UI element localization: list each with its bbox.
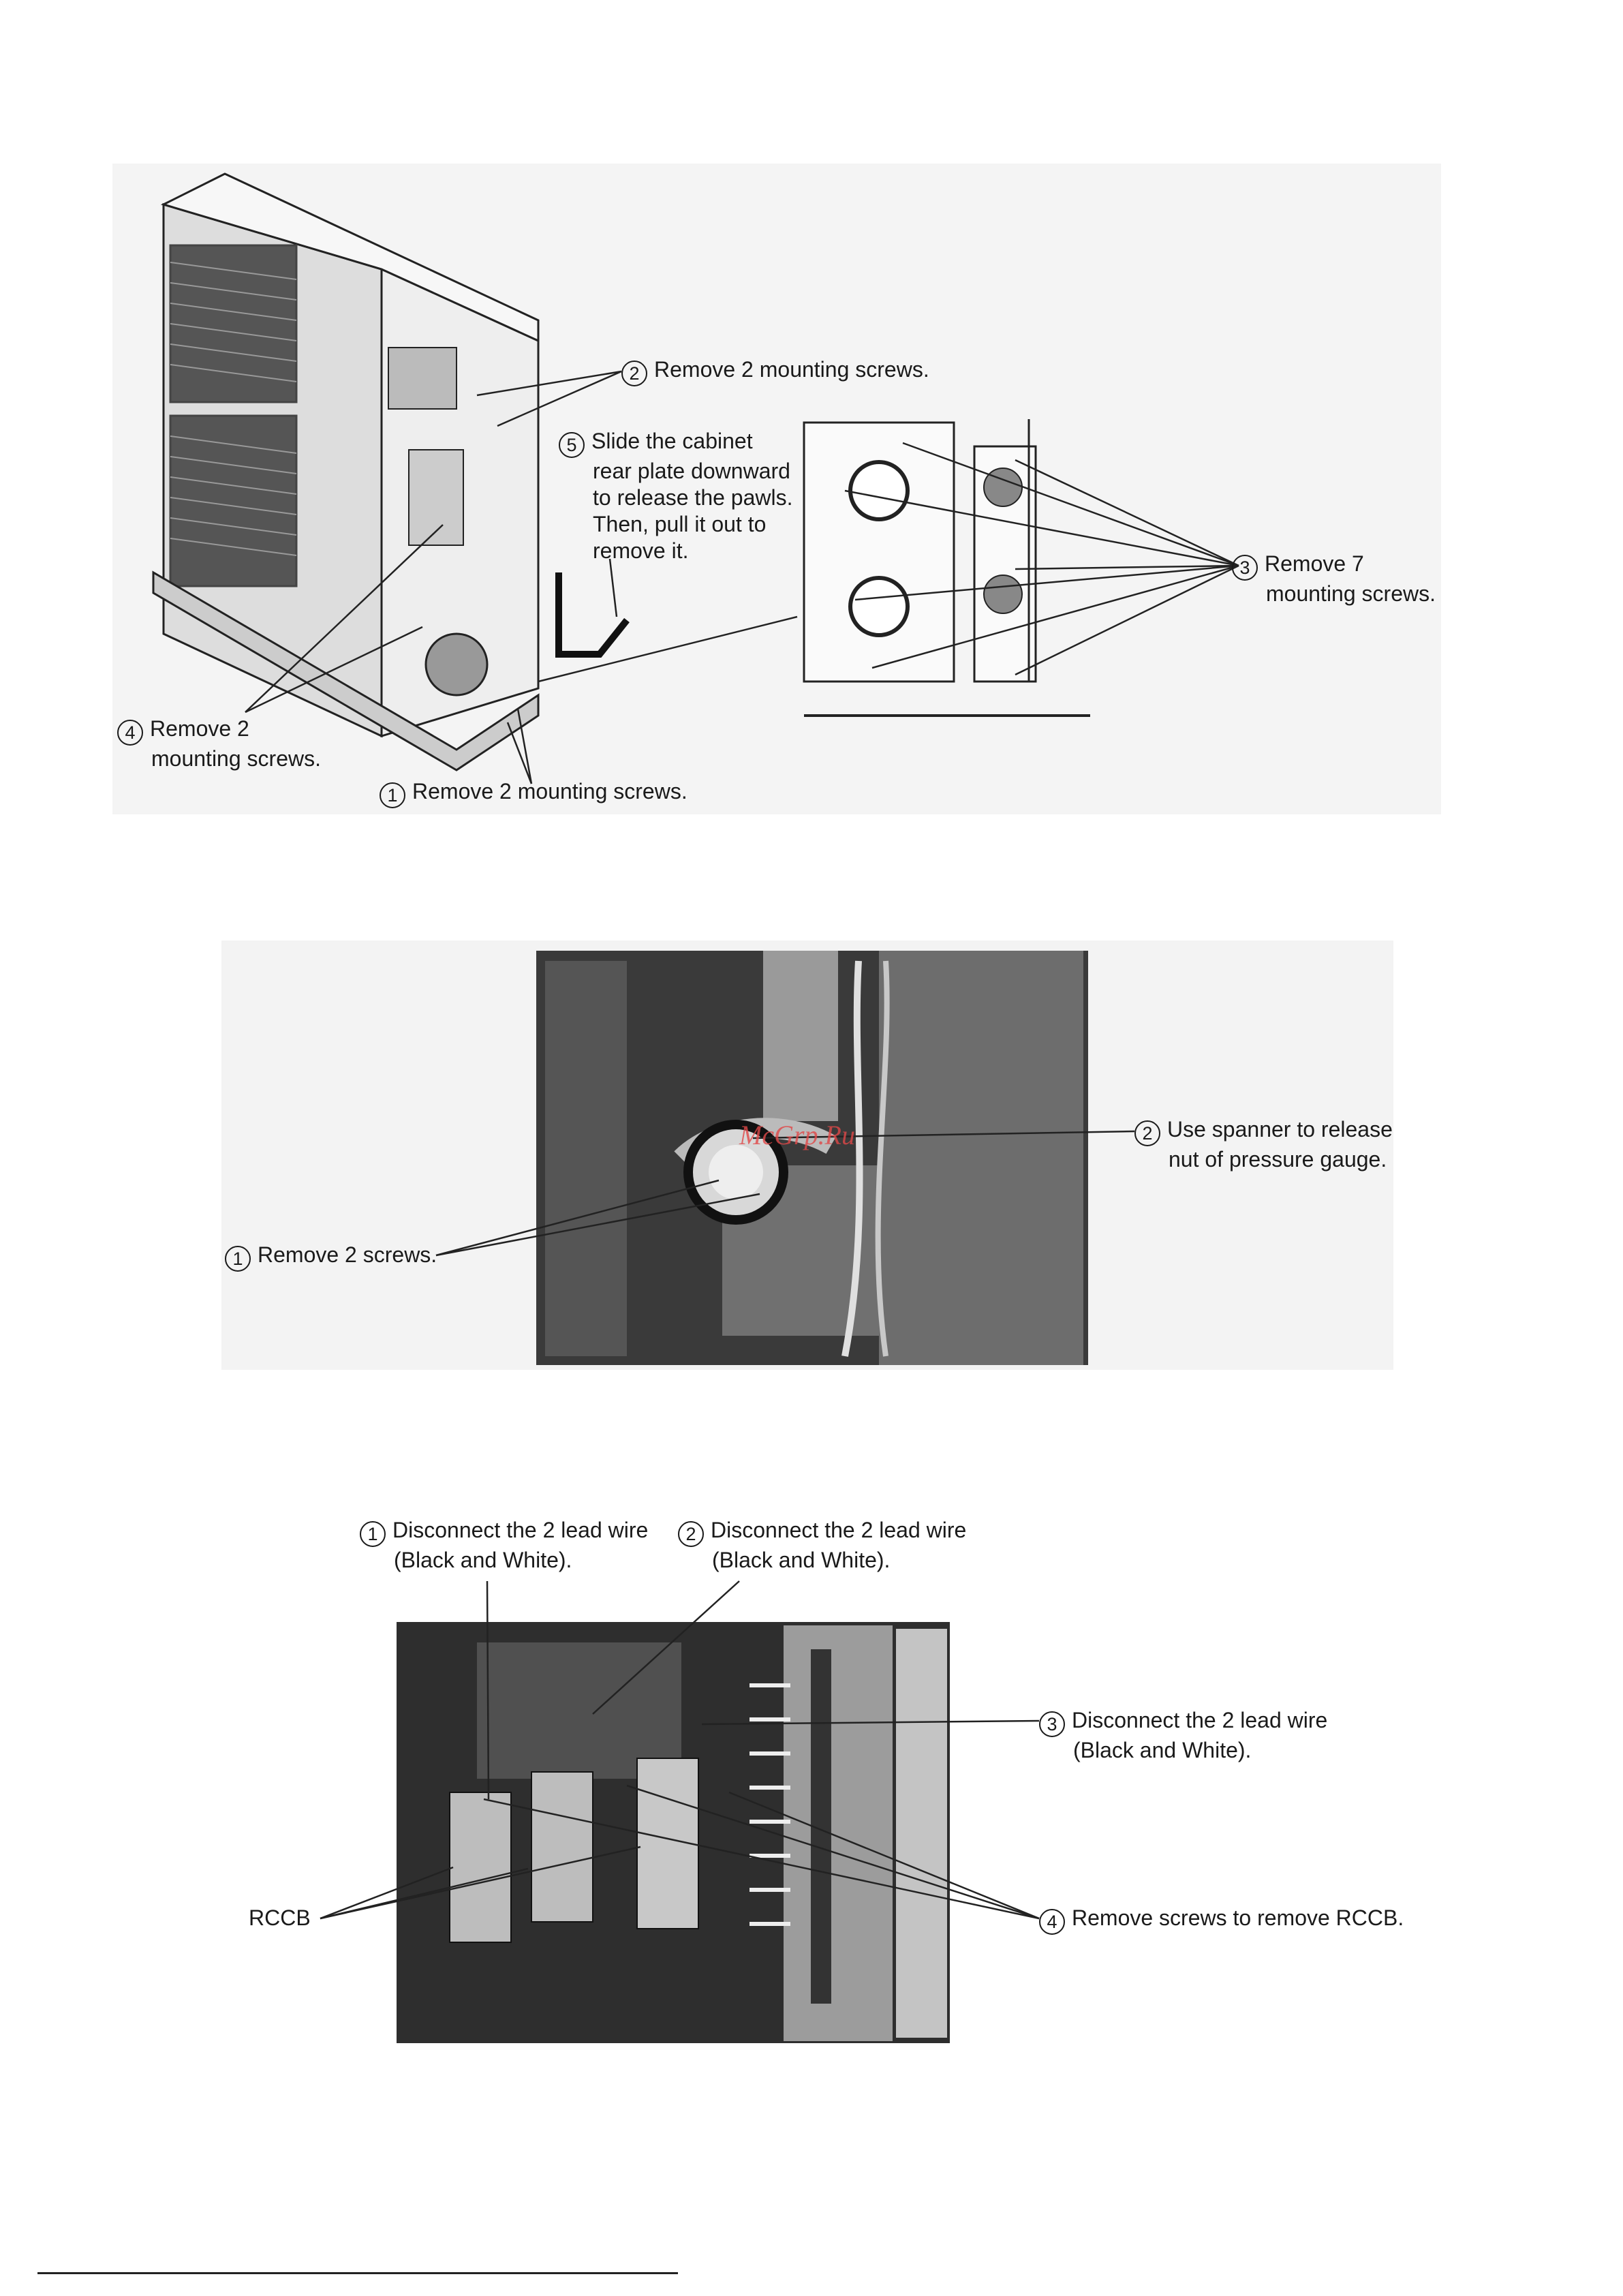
step-text: Remove 2 mounting screws.: [654, 357, 929, 382]
figure3-step4-label: 4 Remove screws to remove RCCB.: [1039, 1905, 1404, 1935]
step-number: 1: [225, 1246, 251, 1272]
step-text-line: Disconnect the 2 lead wire: [392, 1518, 649, 1542]
rccb-photo: [320, 1580, 1040, 2043]
figure-pressure-gauge: McGrp.Ru 2 Use spanner to release nut of …: [0, 940, 1623, 1377]
step-text-line: Slide the cabinet: [591, 429, 753, 453]
figure2-step1-label: 1 Remove 2 screws.: [225, 1242, 437, 1272]
step-text-line: (Black and White).: [394, 1548, 572, 1572]
figure3-step3-label: 3 Disconnect the 2 lead wire (Black and W…: [1039, 1707, 1327, 1764]
cabinet-drawing: [112, 164, 1441, 814]
step-number: 2: [621, 361, 647, 386]
step-text: Remove 2 screws.: [258, 1242, 437, 1267]
step-number: 4: [117, 720, 143, 746]
step-text-line: Then, pull it out to: [593, 512, 767, 536]
figure1-step3-label: 3 Remove 7 mounting screws.: [1232, 551, 1436, 607]
figure1-step1-label: 1 Remove 2 mounting screws.: [380, 778, 687, 808]
step-text-line: Use spanner to release: [1167, 1117, 1393, 1142]
figure2-step2-label: 2 Use spanner to release nut of pressure …: [1134, 1116, 1393, 1173]
step-text-line: remove it.: [593, 538, 689, 563]
footer-rule: [37, 2272, 678, 2274]
step-text-line: nut of pressure gauge.: [1169, 1147, 1387, 1172]
step-text-line: mounting screws.: [151, 746, 321, 771]
step-text-line: Disconnect the 2 lead wire: [1072, 1708, 1328, 1732]
step-text-line: (Black and White).: [712, 1548, 891, 1572]
figure1-step4-label: 4 Remove 2 mounting screws.: [117, 716, 321, 772]
step-text: Remove screws to remove RCCB.: [1072, 1905, 1404, 1930]
step-number: 1: [360, 1521, 386, 1547]
figure3-rccb-label: RCCB: [249, 1905, 311, 1930]
step-number: 2: [678, 1521, 704, 1547]
figure3-step2-label: 2 Disconnect the 2 lead wire (Black and W…: [678, 1517, 966, 1574]
step-number: 5: [559, 432, 585, 458]
step-text-line: (Black and White).: [1073, 1738, 1252, 1762]
step-text: Remove 2 mounting screws.: [412, 779, 687, 803]
watermark: McGrp.Ru: [739, 1120, 855, 1150]
step-text-line: mounting screws.: [1266, 581, 1436, 606]
step-number: 2: [1134, 1120, 1160, 1146]
step-text-line: to release the pawls.: [593, 485, 793, 510]
step-number: 4: [1039, 1909, 1065, 1935]
step-text-line: Remove 7: [1265, 551, 1364, 576]
step-number: 3: [1039, 1711, 1065, 1737]
step-text-line: Remove 2: [150, 716, 249, 741]
step-number: 3: [1232, 555, 1258, 581]
figure1-step2-label: 2 Remove 2 mounting screws.: [621, 356, 929, 386]
step-text-line: Disconnect the 2 lead wire: [711, 1518, 967, 1542]
step-number: 1: [380, 782, 405, 808]
step-text-line: rear plate downward: [593, 459, 790, 483]
